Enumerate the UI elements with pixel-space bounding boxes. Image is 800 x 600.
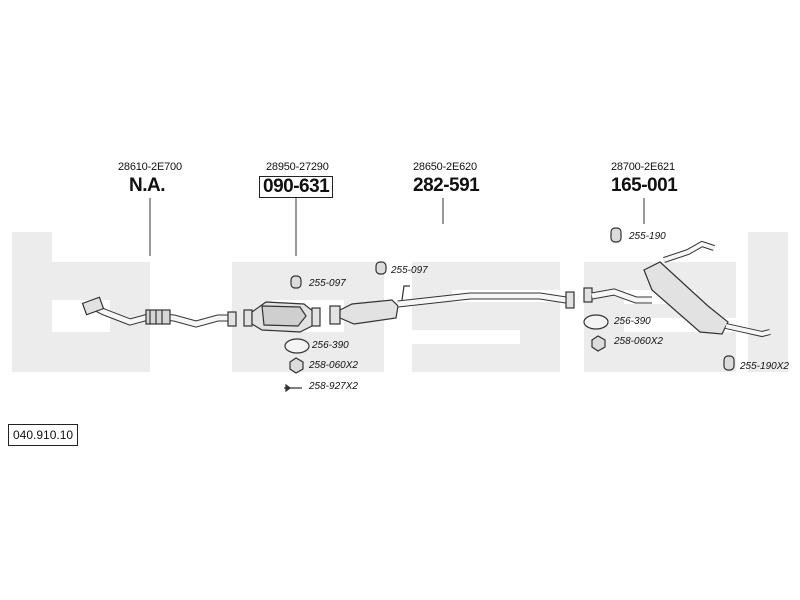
part-catalog-number: 165-001 [611,175,678,196]
bolt-icon [284,383,302,393]
part-oem-number: 28610-2E700 [118,161,182,173]
accessory-code: 255-097 [309,278,346,289]
accessory-code: 258-060X2 [614,336,663,347]
part-oem-number: 28650-2E620 [413,161,477,173]
clamp-icon [290,275,302,289]
rubber-mount-icon [610,227,622,243]
part-catalog-number: 090-631 [259,176,334,198]
gasket-icon [284,338,310,354]
accessory-code: 258-060X2 [309,360,358,371]
accessory-icons [284,227,735,393]
watermark-logo [12,232,788,372]
front-pipe-part [81,296,237,328]
leader-lines [149,198,645,256]
accessory-code: 255-190 [629,231,666,242]
part-catalog-number: N.A. [129,175,166,196]
diagram-number-label: 040.910.10 [8,424,79,446]
accessory-code: 258-927X2 [309,381,358,392]
gasket-icon [583,314,609,330]
nut-icon [591,335,606,352]
catalytic-converter-part [243,301,321,333]
rear-muffler-part [583,240,771,338]
part-oem-number: 28950-27290 [266,161,329,173]
accessory-code: 255-097 [391,265,428,276]
center-pipe-part [329,285,575,325]
accessory-code: 256-390 [614,316,651,327]
clamp-icon [375,261,387,275]
part-oem-number: 28700-2E621 [611,161,675,173]
part-catalog-number: 282-591 [413,175,480,196]
accessory-code: 256-390 [312,340,349,351]
nut-icon [289,357,304,374]
accessory-code: 255-190X2 [740,361,789,372]
rubber-mount-icon [723,355,735,371]
